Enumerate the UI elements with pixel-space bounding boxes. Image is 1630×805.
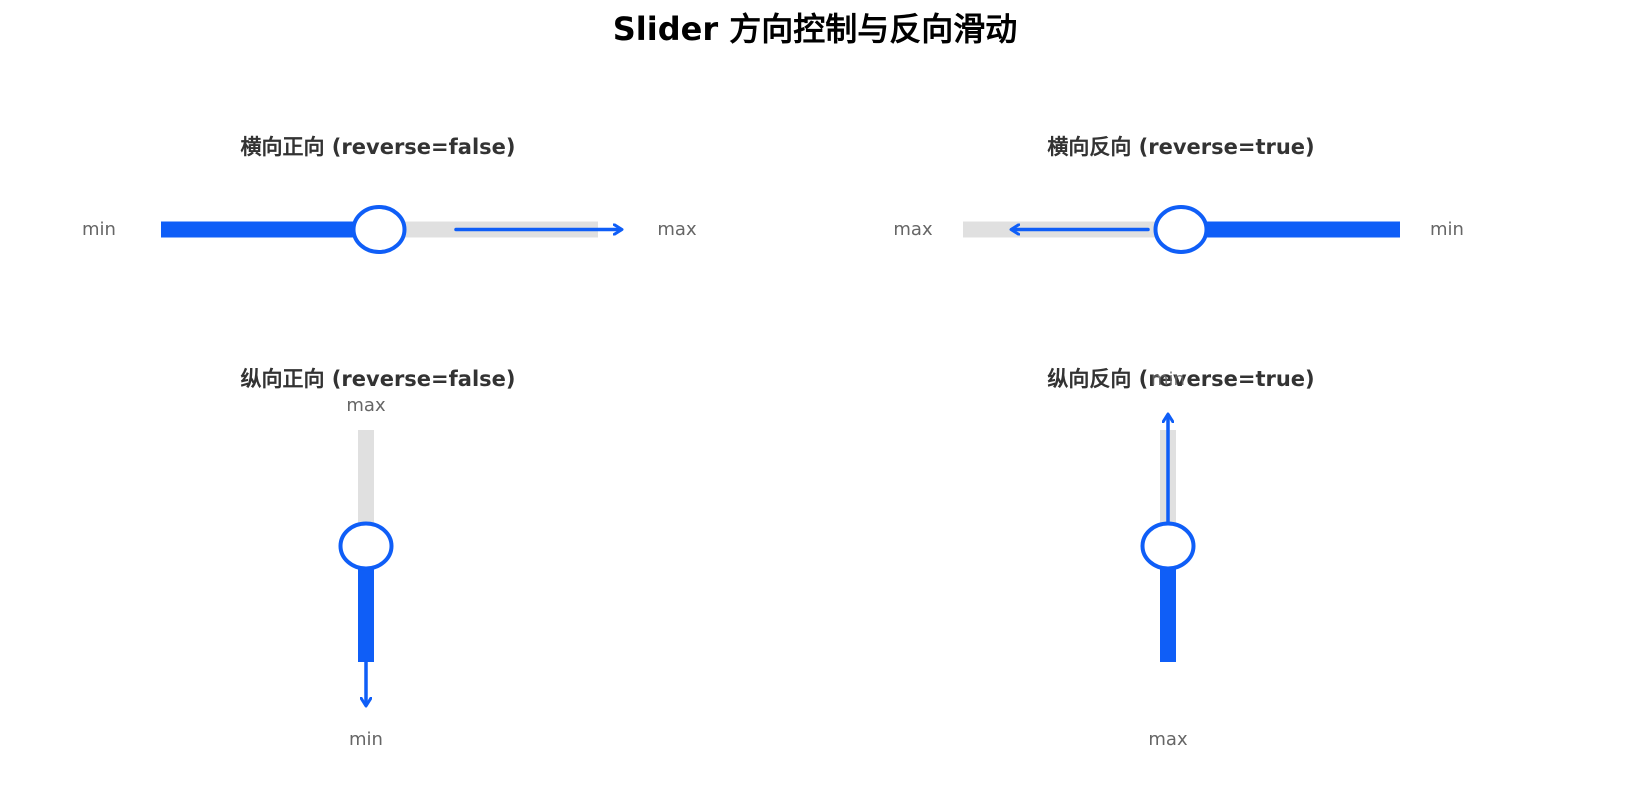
slider-track-filled (161, 221, 379, 238)
slider-handle[interactable] (1153, 205, 1209, 254)
panel-horizontal-forward: 横向正向 (reverse=false) min max (82, 135, 697, 254)
panel-title: 横向反向 (reverse=true) (1047, 135, 1314, 159)
slider-horizontal-reverse[interactable] (963, 205, 1400, 254)
max-label: max (657, 219, 697, 240)
slider-handle[interactable] (338, 521, 394, 571)
panel-vertical-forward: 纵向正向 (reverse=false) max min (241, 367, 516, 750)
min-label: min (1430, 219, 1464, 240)
panel-vertical-reverse: 纵向反向 (reverse=true) min max (1047, 367, 1314, 750)
slider-track-filled (1181, 221, 1400, 238)
slider-track-filled (358, 546, 374, 662)
max-label: max (1148, 729, 1188, 750)
panel-title: 纵向反向 (reverse=true) (1047, 367, 1314, 391)
slider-handle[interactable] (351, 205, 407, 254)
panel-horizontal-reverse: 横向反向 (reverse=true) max min (893, 135, 1464, 254)
panel-title: 纵向正向 (reverse=false) (241, 367, 516, 391)
slider-horizontal-forward[interactable] (161, 205, 621, 254)
page-title: Slider 方向控制与反向滑动 (613, 10, 1018, 48)
slider-vertical-forward[interactable] (338, 430, 394, 705)
slider-track-filled (1160, 546, 1176, 662)
min-label: min (82, 219, 116, 240)
slider-vertical-reverse[interactable] (1140, 415, 1196, 662)
min-label: min (349, 729, 383, 750)
min-label: min (1151, 369, 1185, 390)
panel-title: 横向正向 (reverse=false) (241, 135, 516, 159)
max-label: max (893, 219, 933, 240)
max-label: max (346, 395, 386, 416)
slider-handle[interactable] (1140, 521, 1196, 571)
